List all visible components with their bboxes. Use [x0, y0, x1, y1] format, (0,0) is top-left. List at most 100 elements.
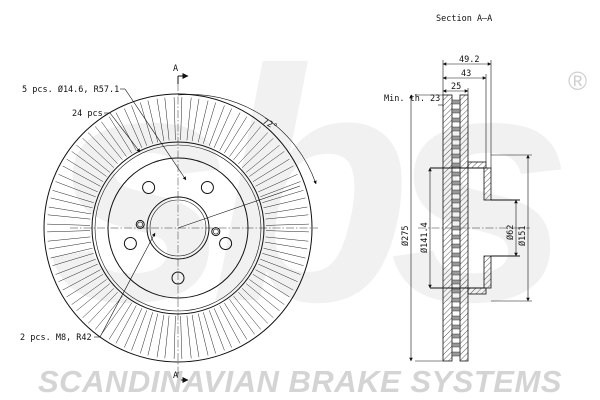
- vent-line: [164, 97, 170, 141]
- vane: [451, 99, 461, 105]
- bolt-hole: [200, 181, 214, 194]
- vent-line: [124, 308, 143, 348]
- vent-line: [48, 241, 92, 250]
- brand-footer-text: SCANDINAVIAN BRAKE SYSTEMS: [38, 364, 562, 399]
- vent-line: [191, 314, 200, 358]
- vane: [451, 126, 461, 132]
- vent-line: [140, 102, 153, 144]
- vent-line: [260, 258, 301, 275]
- vent-line: [50, 197, 93, 209]
- threaded-hole: [211, 227, 221, 237]
- section-title: Section A–A: [436, 14, 492, 24]
- dim-outer-diameter-label: Ø275: [400, 226, 411, 246]
- vent-line: [76, 145, 110, 173]
- threaded-holes: [135, 219, 221, 237]
- dim-overall-width-label: 49.2: [459, 55, 479, 65]
- disc-front-view: 72° A A 5 pcs. Ø14.6, R57.1 24 pcs. 2 pc…: [20, 64, 318, 383]
- vent-line: [233, 126, 261, 160]
- vent-line: [156, 314, 165, 358]
- section-vanes: [451, 99, 461, 357]
- vane: [451, 225, 461, 231]
- hat-wall-top: [467, 161, 487, 169]
- vane: [451, 351, 461, 357]
- vent-line: [131, 310, 148, 351]
- angle-reference-line: [177, 185, 301, 229]
- thread-callout-leader: [99, 232, 156, 338]
- bolt-hole: [219, 237, 233, 250]
- vent-line: [180, 315, 183, 359]
- vane: [451, 297, 461, 303]
- bolt-hole: [142, 181, 156, 194]
- dim-hat-width-label: 43: [461, 69, 471, 79]
- hat-face-edge: [107, 157, 249, 299]
- vane: [451, 315, 461, 321]
- vent-line: [265, 214, 309, 220]
- vent-line: [258, 263, 298, 282]
- vent-line: [55, 258, 96, 275]
- vane: [451, 162, 461, 168]
- vent-line: [203, 312, 216, 354]
- vent-line: [88, 291, 118, 324]
- threaded-hole-core: [137, 221, 143, 228]
- vents-callout-leader: [109, 112, 141, 153]
- min-thickness-label: Min. th. 23: [384, 94, 440, 104]
- vent-line: [213, 308, 232, 348]
- vent-line: [229, 121, 255, 157]
- vent-line: [140, 312, 153, 354]
- hat-face-top: [483, 167, 492, 201]
- vent-line: [124, 108, 143, 148]
- vent-line: [241, 288, 274, 318]
- vent-line: [71, 279, 107, 305]
- vent-line: [52, 253, 94, 266]
- vent-line: [108, 302, 132, 340]
- vane: [451, 234, 461, 240]
- vent-line: [101, 299, 127, 335]
- vent-line: [264, 206, 308, 215]
- vent-line: [47, 236, 91, 242]
- vent-line: [82, 138, 115, 168]
- vane: [451, 342, 461, 348]
- vane: [451, 180, 461, 186]
- vent-line: [238, 291, 268, 324]
- disc-section-view: Section A–A 49.2 43 25 Min. th. 23: [384, 14, 532, 362]
- vent-line: [241, 138, 274, 168]
- vent-line: [260, 181, 301, 198]
- vent-line: [265, 223, 309, 226]
- threaded-holes-callout: 2 pcs. M8, R42: [20, 333, 92, 343]
- vent-line: [219, 112, 241, 151]
- vent-line: [186, 315, 192, 359]
- vent-line: [264, 241, 308, 250]
- center-bore-chamfer: [149, 199, 207, 257]
- angle-dimension-arc: [177, 94, 317, 185]
- vent-line: [58, 263, 98, 282]
- vent-line: [265, 236, 309, 242]
- vane: [451, 270, 461, 276]
- registered-mark: ®: [568, 66, 587, 96]
- vent-line: [186, 97, 192, 141]
- vent-line: [249, 279, 285, 305]
- vent-line: [66, 274, 104, 298]
- vent-line: [131, 105, 148, 146]
- vent-line: [258, 174, 298, 193]
- vent-line: [52, 190, 94, 203]
- vent-line: [246, 283, 280, 311]
- vent-line: [238, 132, 268, 165]
- vane: [451, 189, 461, 195]
- vane: [451, 135, 461, 141]
- dim-center-bore-label: Ø62: [505, 225, 516, 240]
- vent-line: [95, 296, 123, 330]
- vent-line: [50, 247, 93, 259]
- vent-line: [173, 315, 176, 359]
- vent-line: [55, 181, 96, 198]
- vent-line: [263, 247, 306, 259]
- vent-line: [224, 116, 248, 154]
- vent-line: [197, 313, 209, 356]
- vane: [451, 279, 461, 285]
- bolt-hole: [171, 271, 185, 285]
- vane: [451, 252, 461, 258]
- vent-line: [47, 223, 91, 226]
- friction-ring-inner-edge: [91, 141, 265, 315]
- threaded-hole-core: [213, 228, 219, 235]
- vane: [451, 261, 461, 267]
